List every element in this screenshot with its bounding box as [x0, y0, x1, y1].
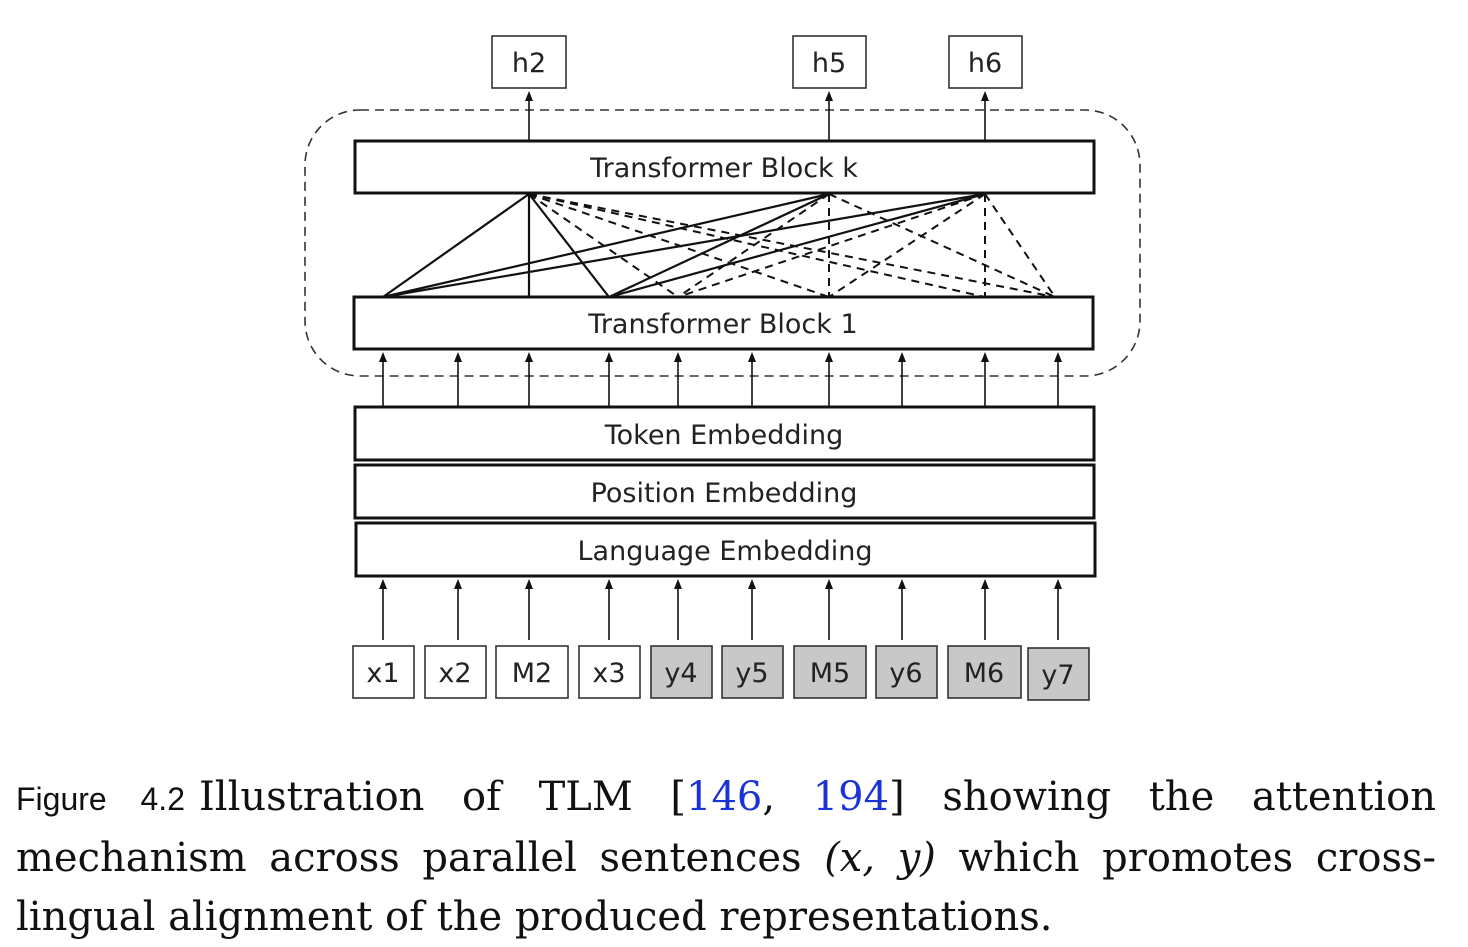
input-token-x1: x1: [352, 645, 415, 699]
input-token-x2: x2: [424, 645, 487, 699]
input-token-y4: y4: [650, 645, 713, 699]
input-token-x1-label: x1: [366, 658, 399, 689]
attention-line-masked-8: [677, 193, 986, 298]
attention-line-masked-1: [528, 193, 679, 298]
caption-text-after: which promotes cross-lingual alignment o…: [16, 835, 1437, 940]
input-token-x2-label: x2: [438, 658, 471, 689]
transformer-block-k: Transformer Block k: [353, 139, 1096, 195]
caption-text-mid: ] showing the attention mechanism across…: [16, 774, 1437, 881]
input-token-y4-label: y4: [664, 658, 697, 689]
input-token-y7-label: y7: [1041, 660, 1074, 691]
citation-link-194[interactable]: 194: [812, 774, 890, 820]
output-h5-label: h5: [812, 48, 846, 79]
input-token-x3: x3: [578, 645, 641, 699]
transformer-block-1: Transformer Block 1: [352, 295, 1095, 351]
input-token-y5-label: y5: [735, 658, 768, 689]
output-h2: h2: [491, 35, 567, 89]
figure-caption: Figure 4.2 Illustration of TLM [146, 194]…: [16, 768, 1436, 947]
output-h6: h6: [948, 35, 1023, 89]
output-h6-label: h6: [968, 48, 1002, 79]
attention-line-masked-5: [677, 193, 830, 298]
attention-line-masked-11: [984, 193, 1056, 298]
input-token-y7: y7: [1027, 647, 1090, 701]
figure-label: Figure 4.2: [16, 781, 185, 817]
attention-line-solid-5: [608, 193, 830, 298]
input-token-x3-label: x3: [592, 658, 625, 689]
position-embedding: Position Embedding: [353, 463, 1096, 520]
caption-math-xy: (x, y): [824, 835, 936, 881]
transformer-block-k-label: Transformer Block k: [589, 153, 858, 184]
input-token-m6: M6: [947, 645, 1022, 699]
output-h5: h5: [792, 35, 867, 89]
position-embedding-label: Position Embedding: [591, 478, 858, 509]
caption-separator: ,: [762, 774, 813, 820]
language-embedding-label: Language Embedding: [578, 536, 873, 567]
token-embedding-label: Token Embedding: [604, 420, 844, 451]
citation-link-146[interactable]: 146: [686, 774, 763, 820]
attention-line-masked-9: [828, 193, 986, 298]
output-h2-label: h2: [512, 48, 546, 79]
attention-line-solid-6: [382, 192, 986, 299]
attention-lines: [382, 192, 1056, 299]
attention-line-masked-4: [528, 193, 1056, 298]
input-token-m6-label: M6: [964, 658, 1004, 689]
attention-line-masked-3: [528, 193, 986, 298]
caption-text-before: Illustration of TLM [: [199, 774, 687, 820]
input-token-y6: y6: [875, 645, 938, 699]
attention-line-masked-2: [528, 193, 830, 298]
input-token-m2: M2: [495, 645, 569, 699]
token-embedding: Token Embedding: [353, 405, 1096, 462]
input-token-m5: M5: [793, 645, 867, 699]
tlm-diagram: Transformer Block k Transformer Block 1 …: [304, 35, 1141, 701]
input-token-y6-label: y6: [889, 658, 922, 689]
input-token-m2-label: M2: [512, 658, 552, 689]
input-token-m5-label: M5: [810, 658, 850, 689]
attention-line-solid-4: [382, 192, 830, 299]
attention-line-solid-1: [382, 193, 530, 298]
input-token-y5: y5: [721, 645, 784, 699]
encoder-dashed-boundary: [304, 109, 1141, 377]
attention-line-solid-3: [528, 193, 610, 298]
transformer-block-1-label: Transformer Block 1: [587, 309, 857, 340]
arrows: [379, 91, 1062, 640]
language-embedding: Language Embedding: [354, 521, 1097, 578]
